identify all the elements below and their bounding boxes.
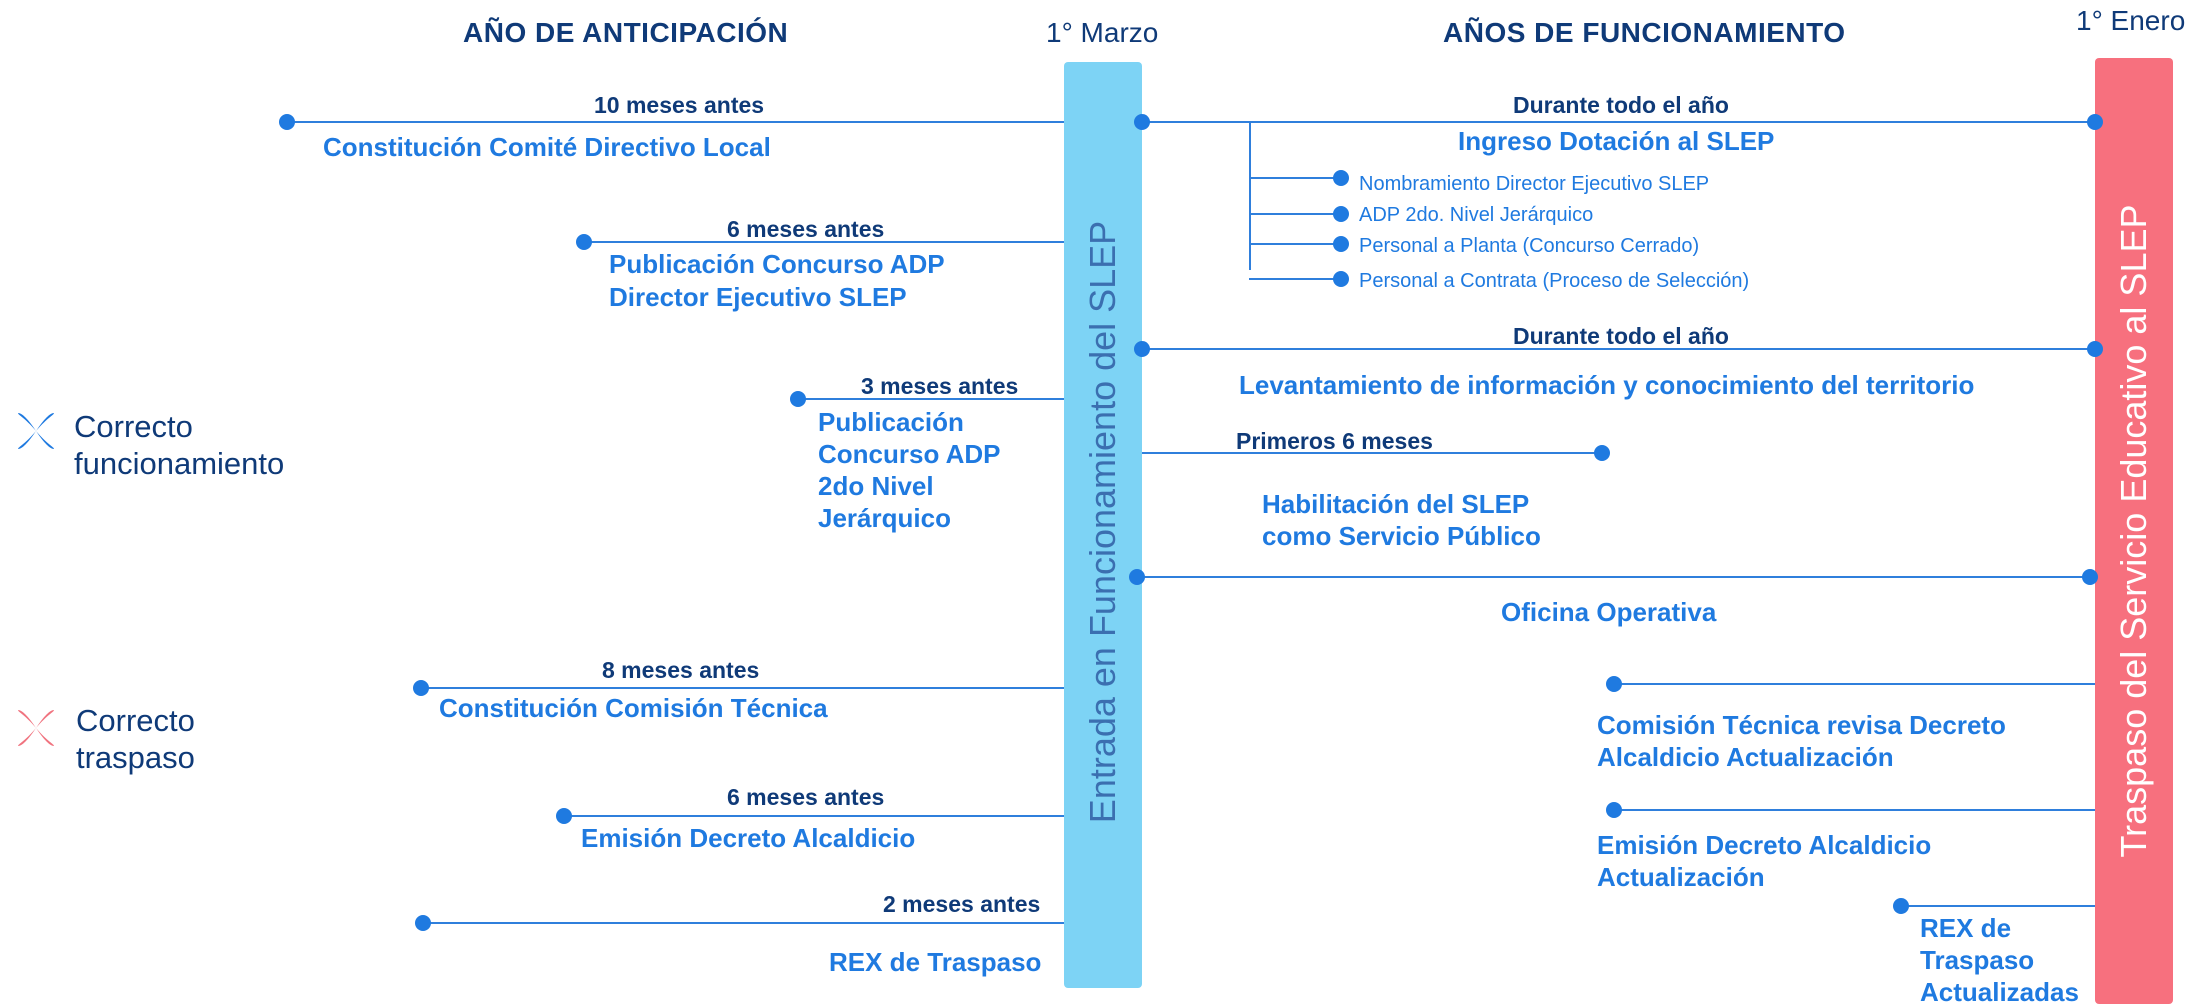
- subitem-label: Personal a Contrata (Proceso de Selecció…: [1359, 270, 1750, 292]
- subitem-line: [1249, 177, 1341, 179]
- milestone-title-line2: Alcaldicio Actualización: [1597, 742, 1894, 772]
- timeline-line: [1614, 809, 2095, 811]
- milestone-title: REX de Traspaso: [829, 947, 1042, 977]
- legend-correct-operation-line2: funcionamiento: [74, 446, 285, 482]
- timeline-line: [421, 687, 1064, 689]
- milestone-title-line1: Comisión Técnica revisa Decreto: [1597, 710, 2006, 740]
- legend-correct-operation-line1: Correcto: [74, 409, 193, 444]
- timeline-dot: [1606, 676, 1622, 692]
- timeline-dot: [576, 234, 592, 250]
- timeline-dot: [1129, 569, 1145, 585]
- timeline-dot: [279, 114, 295, 130]
- timeline-line: [1142, 121, 2095, 123]
- subitem-line: [1249, 278, 1341, 280]
- milestone-when: 6 meses antes: [727, 784, 885, 810]
- milestone-when: 10 meses antes: [594, 92, 765, 118]
- milestone-when: 2 meses antes: [883, 891, 1041, 917]
- milestone-title: Constitución Comité Directivo Local: [323, 132, 771, 162]
- milestone-title-line1: REX de: [1920, 913, 2012, 943]
- milestone-title-line1: Publicación Concurso ADP: [609, 249, 945, 279]
- milestone-title-line2: Director Ejecutivo SLEP: [609, 282, 907, 312]
- timeline-dot: [1333, 271, 1349, 287]
- timeline-dot: [1134, 114, 1150, 130]
- legend-correct-operation: Correcto funcionamiento: [74, 408, 284, 482]
- subitem-connector: [1249, 123, 1251, 270]
- timeline-dot: [415, 915, 431, 931]
- subitem-label: ADP 2do. Nivel Jerárquico: [1359, 204, 1594, 226]
- timeline-dot: [1606, 802, 1622, 818]
- milestone-title-line1: Habilitación del SLEP: [1262, 489, 1530, 519]
- milestone-title-line2: Concurso ADP: [818, 439, 1001, 469]
- subitem-label: Nombramiento Director Ejecutivo SLEP: [1359, 173, 1710, 195]
- milestone-title: Levantamiento de información y conocimie…: [1239, 370, 1975, 400]
- timeline-line: [1142, 452, 1602, 454]
- legend-correct-transfer: Correcto traspaso: [76, 702, 195, 776]
- timeline-dot: [790, 391, 806, 407]
- milestone-when: Primeros 6 meses: [1236, 428, 1433, 454]
- timeline-line: [1901, 905, 2095, 907]
- timeline-dot: [1893, 898, 1909, 914]
- correct-operation-icon: [18, 413, 54, 449]
- timeline-dot: [413, 680, 429, 696]
- transfer-bar: [2095, 58, 2173, 1004]
- timeline-line: [1614, 683, 2095, 685]
- timeline-line: [287, 121, 1064, 123]
- timeline-dot: [2087, 114, 2103, 130]
- transfer-bar-label: Traspaso del Servicio Educativo al SLEP: [2113, 204, 2154, 858]
- milestone-title-line1: Emisión Decreto Alcaldicio: [1597, 830, 1932, 860]
- milestone-title-line2: Actualización: [1597, 862, 1765, 892]
- subitem-line: [1249, 213, 1341, 215]
- timeline-line: [584, 241, 1064, 243]
- header-operation: AÑOS DE FUNCIONAMIENTO: [1443, 17, 1846, 48]
- timeline-dot: [1134, 341, 1150, 357]
- header-march-date: 1° Marzo: [1046, 17, 1159, 48]
- milestone-when: 3 meses antes: [861, 373, 1019, 399]
- legend-correct-transfer-line2: traspaso: [76, 740, 195, 776]
- timeline-dot: [1333, 206, 1349, 222]
- milestone-title-line2: como Servicio Público: [1262, 521, 1541, 551]
- timeline-line: [1137, 576, 2090, 578]
- milestone-title-line4: Jerárquico: [818, 503, 951, 533]
- timeline-dot: [2087, 341, 2103, 357]
- header-january-date: 1° Enero: [2076, 5, 2186, 36]
- legend-correct-transfer-line1: Correcto: [76, 703, 195, 738]
- milestone-title: Emisión Decreto Alcaldicio: [581, 823, 916, 853]
- milestone-title-line3: Actualizadas: [1920, 977, 2079, 1007]
- correct-transfer-icon: [18, 710, 54, 746]
- entry-bar: [1064, 62, 1142, 988]
- milestone-title-line3: 2do Nivel: [818, 471, 934, 501]
- timeline-line: [1142, 348, 2095, 350]
- timeline-dot: [1333, 170, 1349, 186]
- timeline-dot: [556, 808, 572, 824]
- milestone-title-line2: Traspaso: [1920, 945, 2035, 975]
- timeline-line: [798, 398, 1064, 400]
- milestone-when: 6 meses antes: [727, 216, 885, 242]
- milestone-title: Constitución Comisión Técnica: [439, 693, 828, 723]
- timeline-line: [564, 815, 1064, 817]
- milestone-when: 8 meses antes: [602, 657, 760, 683]
- timeline-dot: [1333, 236, 1349, 252]
- timeline-dot: [1594, 445, 1610, 461]
- entry-bar-label: Entrada en Funcionamiento del SLEP: [1082, 220, 1123, 824]
- milestone-title: Oficina Operativa: [1501, 597, 1717, 627]
- timeline-line: [423, 922, 1064, 924]
- timeline-dot: [2082, 569, 2098, 585]
- milestone-title-line1: Publicación: [818, 407, 964, 437]
- milestone-when: Durante todo el año: [1513, 323, 1729, 349]
- subitem-line: [1249, 243, 1341, 245]
- subitem-label: Personal a Planta (Concurso Cerrado): [1359, 235, 1700, 257]
- milestone-when: Durante todo el año: [1513, 92, 1729, 118]
- milestone-title: Ingreso Dotación al SLEP: [1458, 126, 1775, 156]
- header-anticipation: AÑO DE ANTICIPACIÓN: [463, 17, 789, 48]
